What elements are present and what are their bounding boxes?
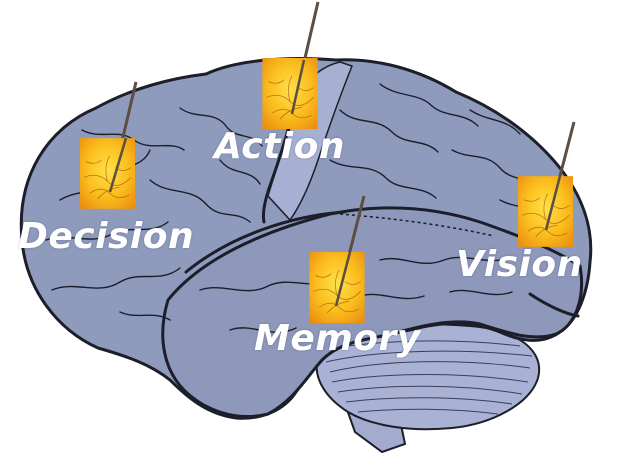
action-tissue-patch <box>262 58 318 129</box>
vision-label: Vision <box>456 244 583 285</box>
action-label: Action <box>214 126 346 167</box>
cerebellum <box>315 323 541 431</box>
vision-tissue-patch <box>518 176 573 247</box>
decision-label: Decision <box>18 216 195 257</box>
memory-label: Memory <box>254 318 421 359</box>
decision-tissue-patch <box>80 138 135 209</box>
cerebrum <box>19 57 593 420</box>
memory-tissue-patch <box>309 252 365 323</box>
